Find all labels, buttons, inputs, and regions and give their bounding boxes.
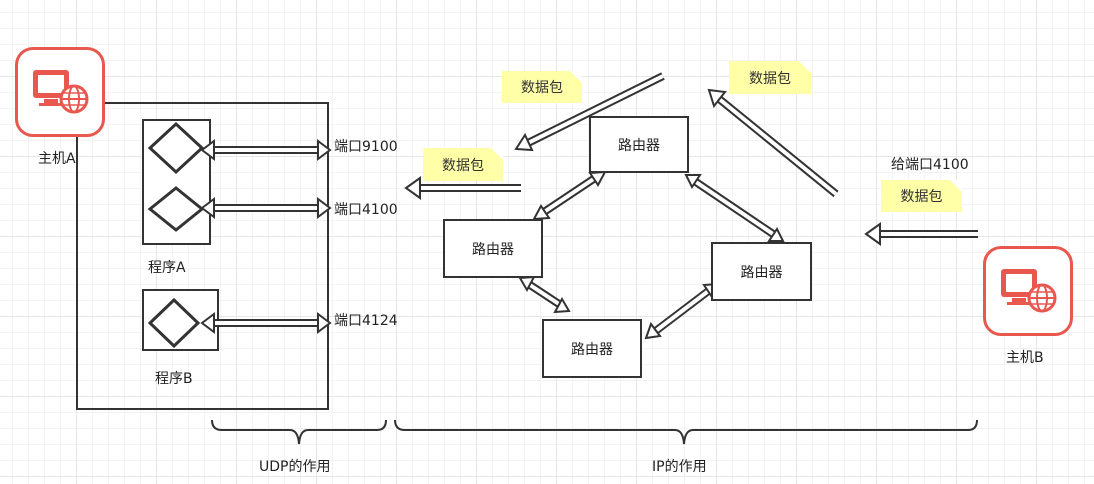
packet-note-3: 数据包 [423,148,503,181]
ip-role-label: IP的作用 [652,459,707,475]
program-a-label: 程序A [148,260,186,276]
packet-note-2: 数据包 [729,61,811,94]
link-router-bottom-right [644,282,720,340]
packet-note-1: 数据包 [502,71,582,103]
packet-note-4: 数据包 [881,180,962,212]
port-9100-link [200,139,332,161]
host-b-label: 主机B [1006,350,1044,366]
router-bottom: 路由器 [542,319,642,378]
udp-brace [211,419,387,445]
ip-brace [394,419,978,445]
router-right: 路由器 [711,242,812,301]
flow-arrow-from-host-b [864,222,978,246]
udp-role-label: UDP的作用 [259,459,331,475]
socket-9100-diamond [147,121,205,175]
port-4100-label: 端口4100 [334,202,398,218]
link-router-top-left [532,170,607,221]
socket-4124-diamond [147,297,201,349]
host-b-icon [983,246,1073,336]
link-router-left-bottom [518,275,571,314]
port-4124-label: 端口4124 [334,313,398,329]
link-router-top-right [684,174,785,242]
to-port-label: 给端口4100 [891,157,969,173]
host-a-frame [76,102,329,410]
port-4124-link [200,312,332,334]
router-top: 路由器 [589,116,689,173]
flow-arrow-top-left [514,72,665,152]
flow-arrow-top-right [707,88,839,198]
port-9100-label: 端口9100 [334,139,398,155]
router-left: 路由器 [443,219,543,278]
program-b-label: 程序B [155,371,193,387]
port-4100-link [200,197,332,219]
host-a-icon [15,47,105,137]
host-a-label: 主机A [38,151,76,167]
flow-arrow-to-host-a [404,176,521,200]
